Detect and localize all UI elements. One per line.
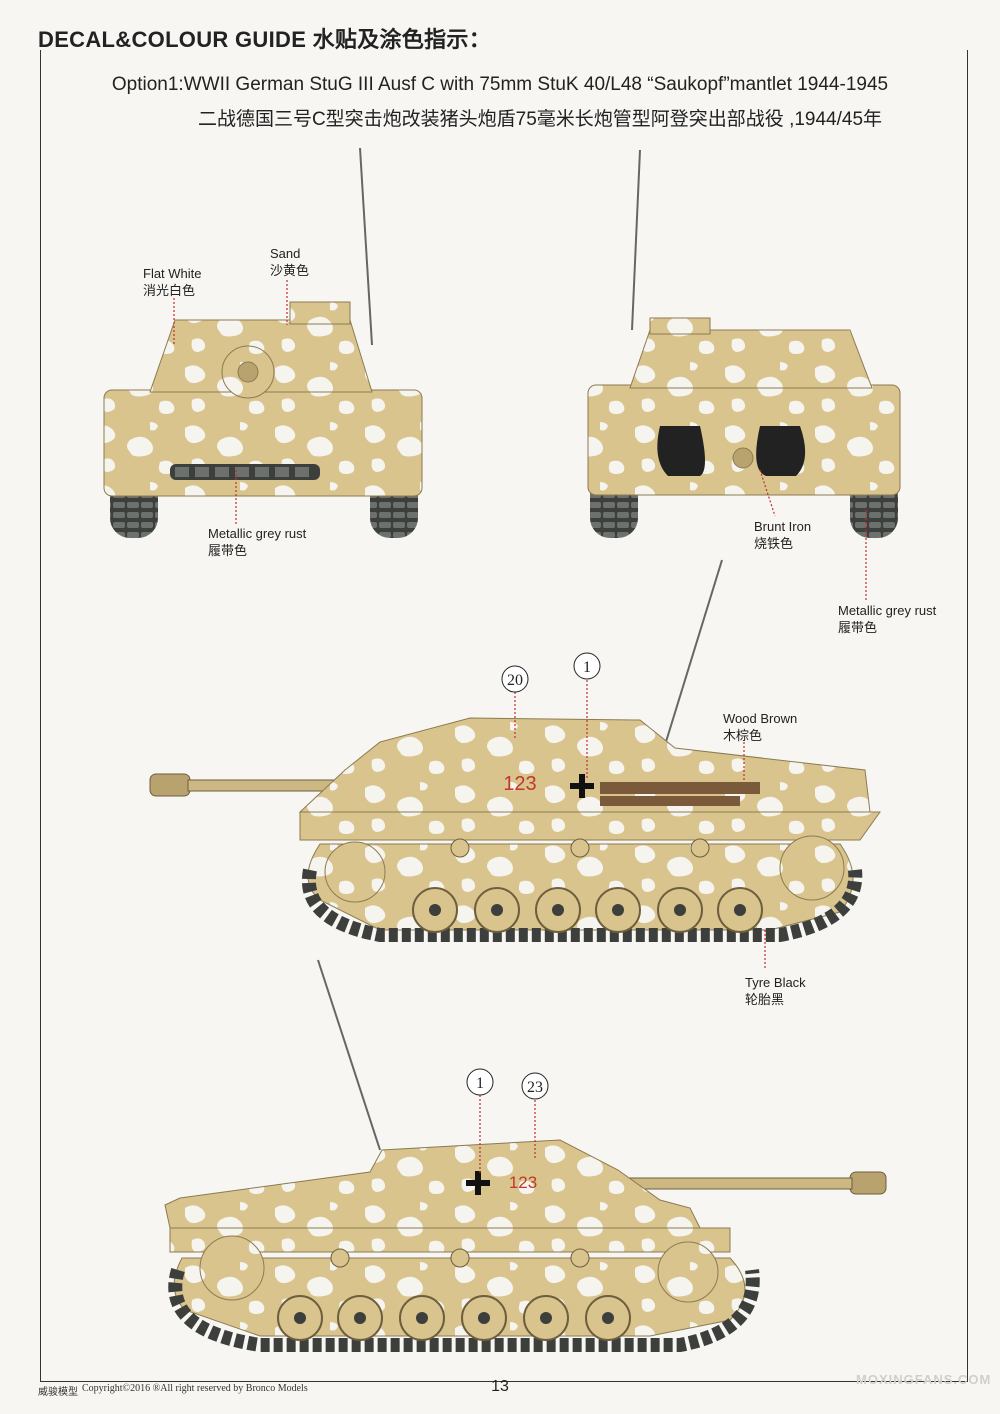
front-view	[103, 301, 423, 538]
footer-copyright: Copyright©2016 ®All right reserved by Br…	[82, 1383, 308, 1394]
leader-lines	[173, 280, 867, 1175]
side-view-right	[164, 1139, 887, 1352]
decal-number: 23	[527, 1079, 543, 1096]
watermark: MOXINGFANS.COM	[856, 1372, 992, 1387]
hull-number-decal: 123	[509, 1173, 537, 1192]
option-title-cn: 二战德国三号C型突击炮改装猪头炮盾75毫米长炮管型阿登突出部战役 ,1944/4…	[197, 109, 883, 130]
side-view-left	[149, 717, 881, 942]
balkenkreuz-decal	[466, 1171, 490, 1195]
decal-number: 1	[476, 1075, 484, 1092]
option-title-en: Option1:WWII German StuG III Ausf C with…	[111, 74, 889, 95]
balkenkreuz-decal	[570, 774, 594, 798]
guide-frame	[40, 50, 968, 1382]
footer-brand: 威骏模型	[38, 1387, 78, 1398]
decal-number: 1	[583, 659, 591, 676]
antenna	[631, 149, 641, 331]
decal-callouts	[466, 652, 601, 1100]
antenna	[664, 559, 723, 746]
decal-number: 20	[507, 672, 523, 689]
hull-number-decal: 123	[503, 773, 536, 795]
rear-view	[587, 317, 901, 538]
antenna	[317, 959, 381, 1151]
page-number: 13	[491, 1378, 509, 1395]
page-title: DECAL&COLOUR GUIDE 水贴及涂色指示：	[38, 27, 491, 52]
antenna	[359, 147, 373, 346]
